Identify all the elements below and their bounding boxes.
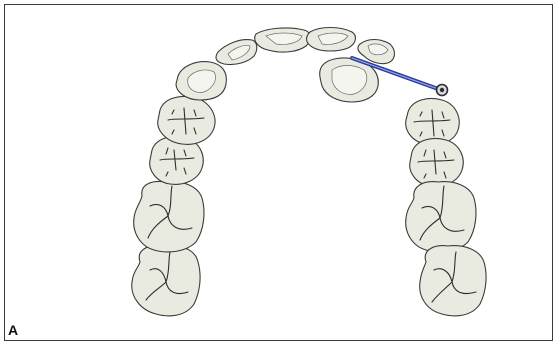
tooth-right-second-premolar [410, 139, 464, 187]
tooth-left-central-incisor [255, 28, 311, 52]
tooth-left-lateral-incisor [216, 40, 257, 65]
panel-label: A [8, 322, 18, 338]
tooth-left-second-molar [132, 246, 200, 316]
attachment-button [437, 85, 448, 96]
tooth-right-central-incisor [307, 28, 356, 52]
tooth-right-first-molar [406, 182, 476, 252]
tooth-right-second-molar [420, 246, 486, 316]
tooth-left-canine [176, 62, 226, 100]
tooth-right-first-premolar [406, 99, 460, 145]
tooth-left-first-molar [134, 182, 204, 252]
tooth-left-first-premolar [158, 97, 215, 145]
